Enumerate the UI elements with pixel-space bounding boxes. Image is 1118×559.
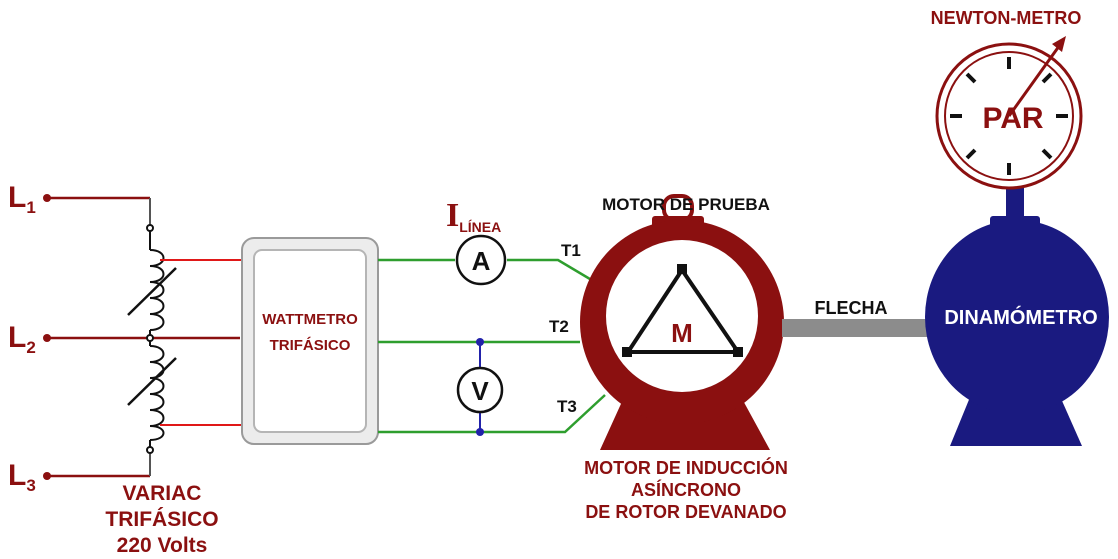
l2-label: L2 bbox=[8, 321, 36, 357]
variac-output-wires bbox=[160, 259, 242, 426]
wattmeter-box: WATTMETRO TRIFÁSICO bbox=[241, 237, 379, 445]
shaft-label: FLECHA bbox=[815, 298, 888, 318]
dial-needle-tip bbox=[1052, 36, 1066, 52]
l3-label: L3 bbox=[8, 459, 36, 495]
terminal-t2: T2 bbox=[549, 317, 569, 336]
terminal-t3: T3 bbox=[557, 397, 577, 416]
test-motor: M bbox=[580, 194, 784, 450]
motor-desc-line2: ASÍNCRONO bbox=[631, 479, 741, 500]
variac-label-line2: TRIFÁSICO bbox=[105, 508, 218, 531]
input-wires bbox=[43, 194, 240, 480]
current-label: ILÍNEA bbox=[446, 197, 501, 235]
motor-desc-line1: MOTOR DE INDUCCIÓN bbox=[584, 457, 788, 478]
variac-label-line1: VARIAC bbox=[123, 482, 202, 505]
dynamometer-label: DINAMÓMETRO bbox=[944, 305, 1097, 329]
voltmeter: V bbox=[456, 366, 504, 414]
terminal-t1: T1 bbox=[561, 241, 581, 260]
voltmeter-leads bbox=[476, 338, 484, 436]
torque-label: PAR bbox=[982, 102, 1043, 135]
motor-desc-line3: DE ROTOR DEVANADO bbox=[585, 502, 786, 522]
l3-terminal-dot bbox=[43, 472, 51, 480]
shaft bbox=[782, 319, 934, 337]
torque-meter-title: NEWTON-METRO bbox=[931, 8, 1082, 28]
l2-terminal-dot bbox=[43, 334, 51, 342]
wattmeter-label-line2: TRIFÁSICO bbox=[270, 337, 351, 354]
voltmeter-symbol: V bbox=[471, 376, 489, 406]
wattmeter-label-line1: WATTMETRO bbox=[262, 311, 358, 328]
ammeter: A bbox=[455, 234, 507, 286]
ammeter-symbol: A bbox=[472, 246, 491, 276]
dial-needle bbox=[1007, 41, 1064, 117]
variac-label-line3: 220 Volts bbox=[117, 534, 208, 557]
motor-title: MOTOR DE PRUEBA bbox=[602, 195, 770, 214]
dynamometer: DINAMÓMETRO bbox=[925, 183, 1109, 446]
l1-label: L1 bbox=[8, 181, 36, 217]
variac-coils bbox=[127, 224, 177, 454]
l1-terminal-dot bbox=[43, 194, 51, 202]
dial-ticks bbox=[950, 57, 1068, 175]
torque-meter: PAR bbox=[935, 36, 1083, 190]
motor-symbol: M bbox=[671, 318, 693, 348]
